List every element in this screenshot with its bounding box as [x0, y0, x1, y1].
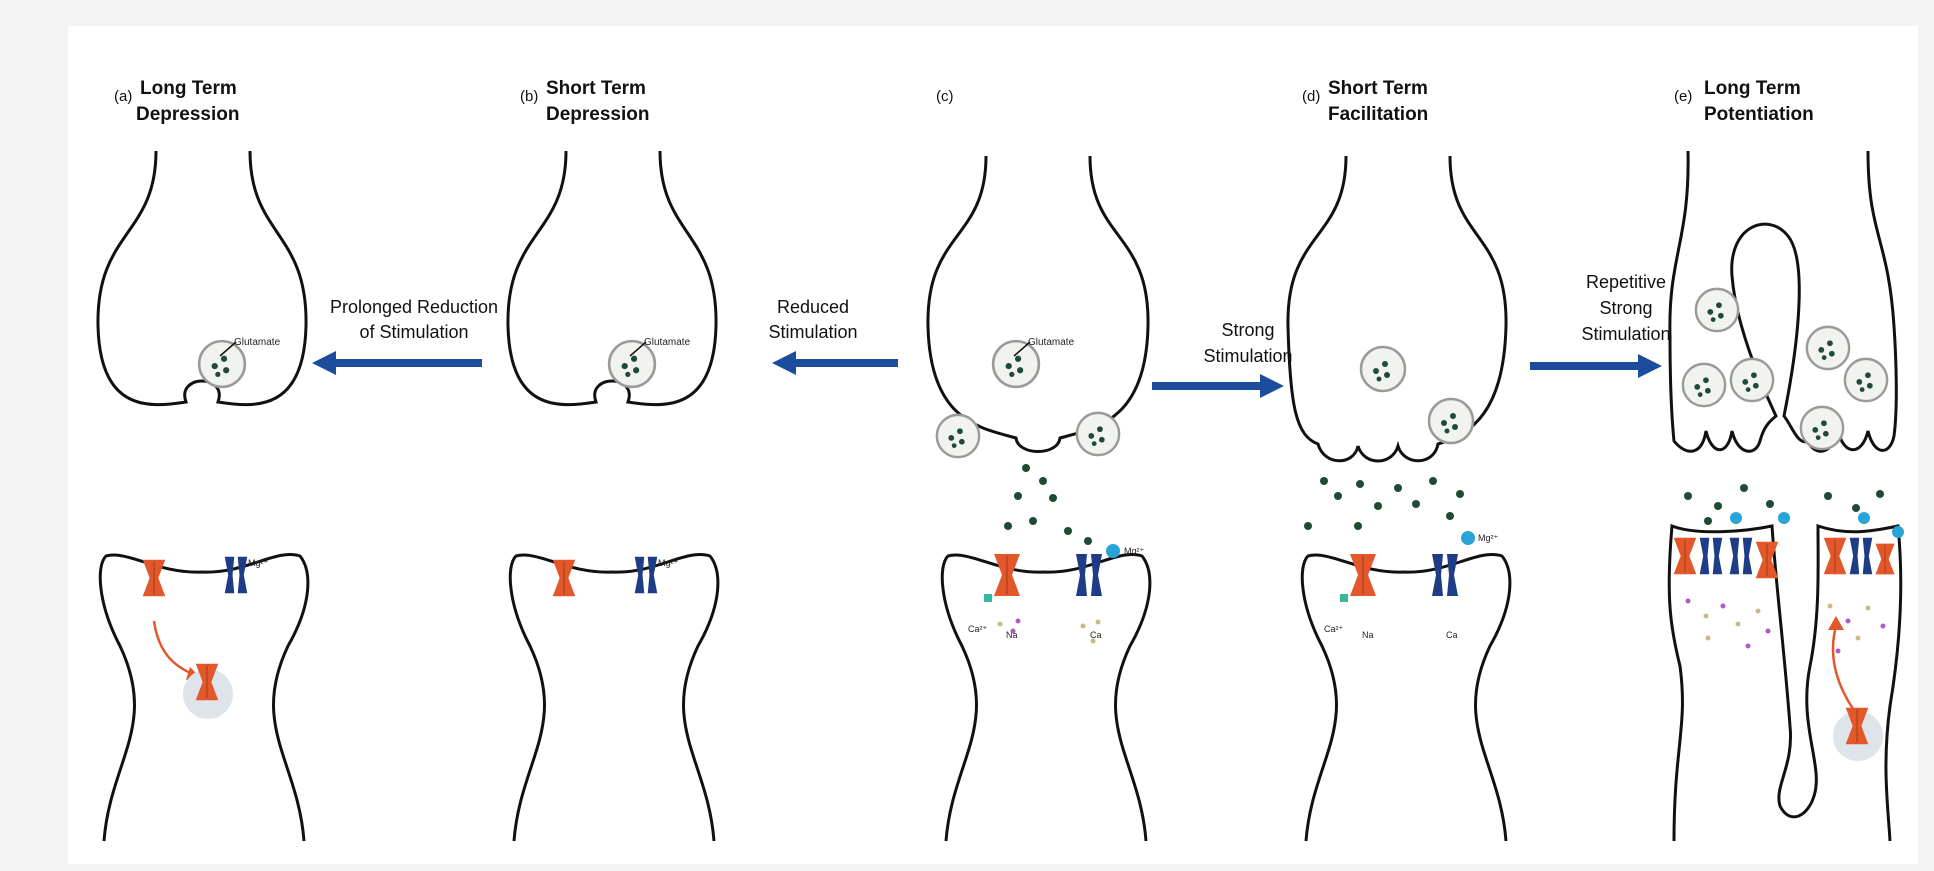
panel-c: (c) Glutamate Mg²⁺ Ca²⁺ Na Ca	[928, 88, 1150, 841]
panel-d-title-line2: Facilitation	[1328, 104, 1428, 125]
arrow-4-line3: Stimulation	[1581, 324, 1670, 344]
panel-d-released-glutamate	[1304, 477, 1464, 530]
panel-a-title-line1: Long Term	[140, 78, 237, 99]
panel-d-ampa-receptor	[1350, 554, 1376, 596]
panel-e-vesicle-2	[1683, 364, 1725, 406]
panel-c-letter: (c)	[936, 88, 954, 105]
panel-c-ca-label-2: Ca	[1090, 630, 1102, 640]
panel-a-nmda-receptor	[225, 557, 248, 593]
panel-d-na-label: Na	[1362, 630, 1374, 640]
panel-a-glutamate-label: Glutamate	[234, 337, 281, 348]
panel-e: (e) Long Term Potentiation	[1669, 78, 1904, 841]
panel-a-internalization-arrow	[154, 621, 193, 674]
synaptic-plasticity-diagram: (a) Long Term Depression Glutamate Mg²⁺ …	[68, 26, 1918, 864]
panel-e-vesicle-4	[1807, 327, 1849, 369]
panel-a-ampa-receptor	[143, 560, 166, 596]
panel-a-letter: (a)	[114, 88, 132, 105]
panel-c-mg-ion	[1106, 544, 1120, 558]
panel-d-letter: (d)	[1302, 88, 1320, 105]
panel-b-postsynaptic-spine	[510, 554, 718, 841]
arrow-4-line1: Repetitive	[1586, 272, 1666, 292]
panel-c-vesicle-3	[1077, 413, 1119, 455]
arrow-3-line2: Stimulation	[1203, 346, 1292, 366]
panel-a-title-line2: Depression	[136, 104, 239, 125]
panel-e-vesicle-6	[1801, 407, 1843, 449]
panel-d-postsynaptic-spine	[1302, 554, 1510, 841]
panel-a-mg-label: Mg²⁺	[248, 558, 268, 568]
panel-e-ions	[1686, 599, 1886, 654]
panel-e-vesicle-3	[1731, 359, 1773, 401]
panel-e-vesicle-1	[1696, 289, 1738, 331]
arrow-4-line2: Strong	[1599, 298, 1652, 318]
panel-d-title-line1: Short Term	[1328, 78, 1428, 99]
arrow-2-line1: Reduced	[777, 297, 849, 317]
panel-b-glutamate-label: Glutamate	[644, 337, 691, 348]
panel-e-receptors	[1674, 538, 1895, 578]
panel-e-insertion-arrow	[1833, 626, 1858, 716]
panel-c-ampa-receptor	[994, 554, 1020, 596]
panel-c-glutamate-label: Glutamate	[1028, 337, 1075, 348]
panel-e-letter: (e)	[1674, 88, 1692, 105]
panel-c-vesicle-2	[937, 415, 979, 457]
panel-d-nmda-receptor	[1432, 554, 1458, 596]
panel-c-nmda-receptor	[1076, 554, 1102, 596]
panel-d-vesicle-1	[1361, 347, 1405, 391]
panel-d-ca-label: Ca²⁺	[1324, 624, 1344, 634]
panel-c-ca-label: Ca²⁺	[968, 624, 988, 634]
panel-c-postsynaptic-spine	[942, 554, 1150, 841]
panel-b-title-line1: Short Term	[546, 78, 646, 99]
arrow-prolonged-reduction: Prolonged Reduction of Stimulation	[312, 297, 498, 375]
panel-e-title-line2: Potentiation	[1704, 104, 1814, 125]
panel-b-ampa-receptor	[553, 560, 576, 596]
panel-e-vesicle-5	[1845, 359, 1887, 401]
panel-d-mg-label: Mg²⁺	[1478, 533, 1498, 543]
panel-e-title-line1: Long Term	[1704, 78, 1801, 99]
arrow-reduced-stimulation: Reduced Stimulation	[768, 297, 898, 375]
panel-d: (d) Short Term Facilitation Mg²⁺ Ca²⁺ Na…	[1288, 78, 1510, 841]
panel-b-title-line2: Depression	[546, 104, 649, 125]
panel-c-presynaptic-terminal	[928, 156, 1148, 452]
arrow-1-line2: of Stimulation	[359, 322, 468, 342]
panel-b-letter: (b)	[520, 88, 538, 105]
panel-b-nmda-receptor	[635, 557, 658, 593]
arrow-3-line1: Strong	[1221, 320, 1274, 340]
figure-frame: (a) Long Term Depression Glutamate Mg²⁺ …	[68, 26, 1918, 864]
panel-b-mg-label: Mg²⁺	[658, 558, 678, 568]
panel-d-ca-label-2: Ca	[1446, 630, 1458, 640]
arrow-strong-stimulation: Strong Stimulation	[1152, 320, 1293, 398]
panel-b: (b) Short Term Depression Glutamate Mg²⁺	[508, 78, 718, 841]
panel-d-vesicle-2	[1429, 399, 1473, 443]
panel-a: (a) Long Term Depression Glutamate Mg²⁺	[98, 78, 308, 841]
arrow-2-line2: Stimulation	[768, 322, 857, 342]
arrow-1-line1: Prolonged Reduction	[330, 297, 498, 317]
panel-c-mg-label: Mg²⁺	[1124, 546, 1144, 556]
arrow-repetitive-strong-stimulation: Repetitive Strong Stimulation	[1530, 272, 1671, 378]
panel-c-released-glutamate	[1004, 464, 1092, 545]
panel-d-mg-ion	[1461, 531, 1475, 545]
